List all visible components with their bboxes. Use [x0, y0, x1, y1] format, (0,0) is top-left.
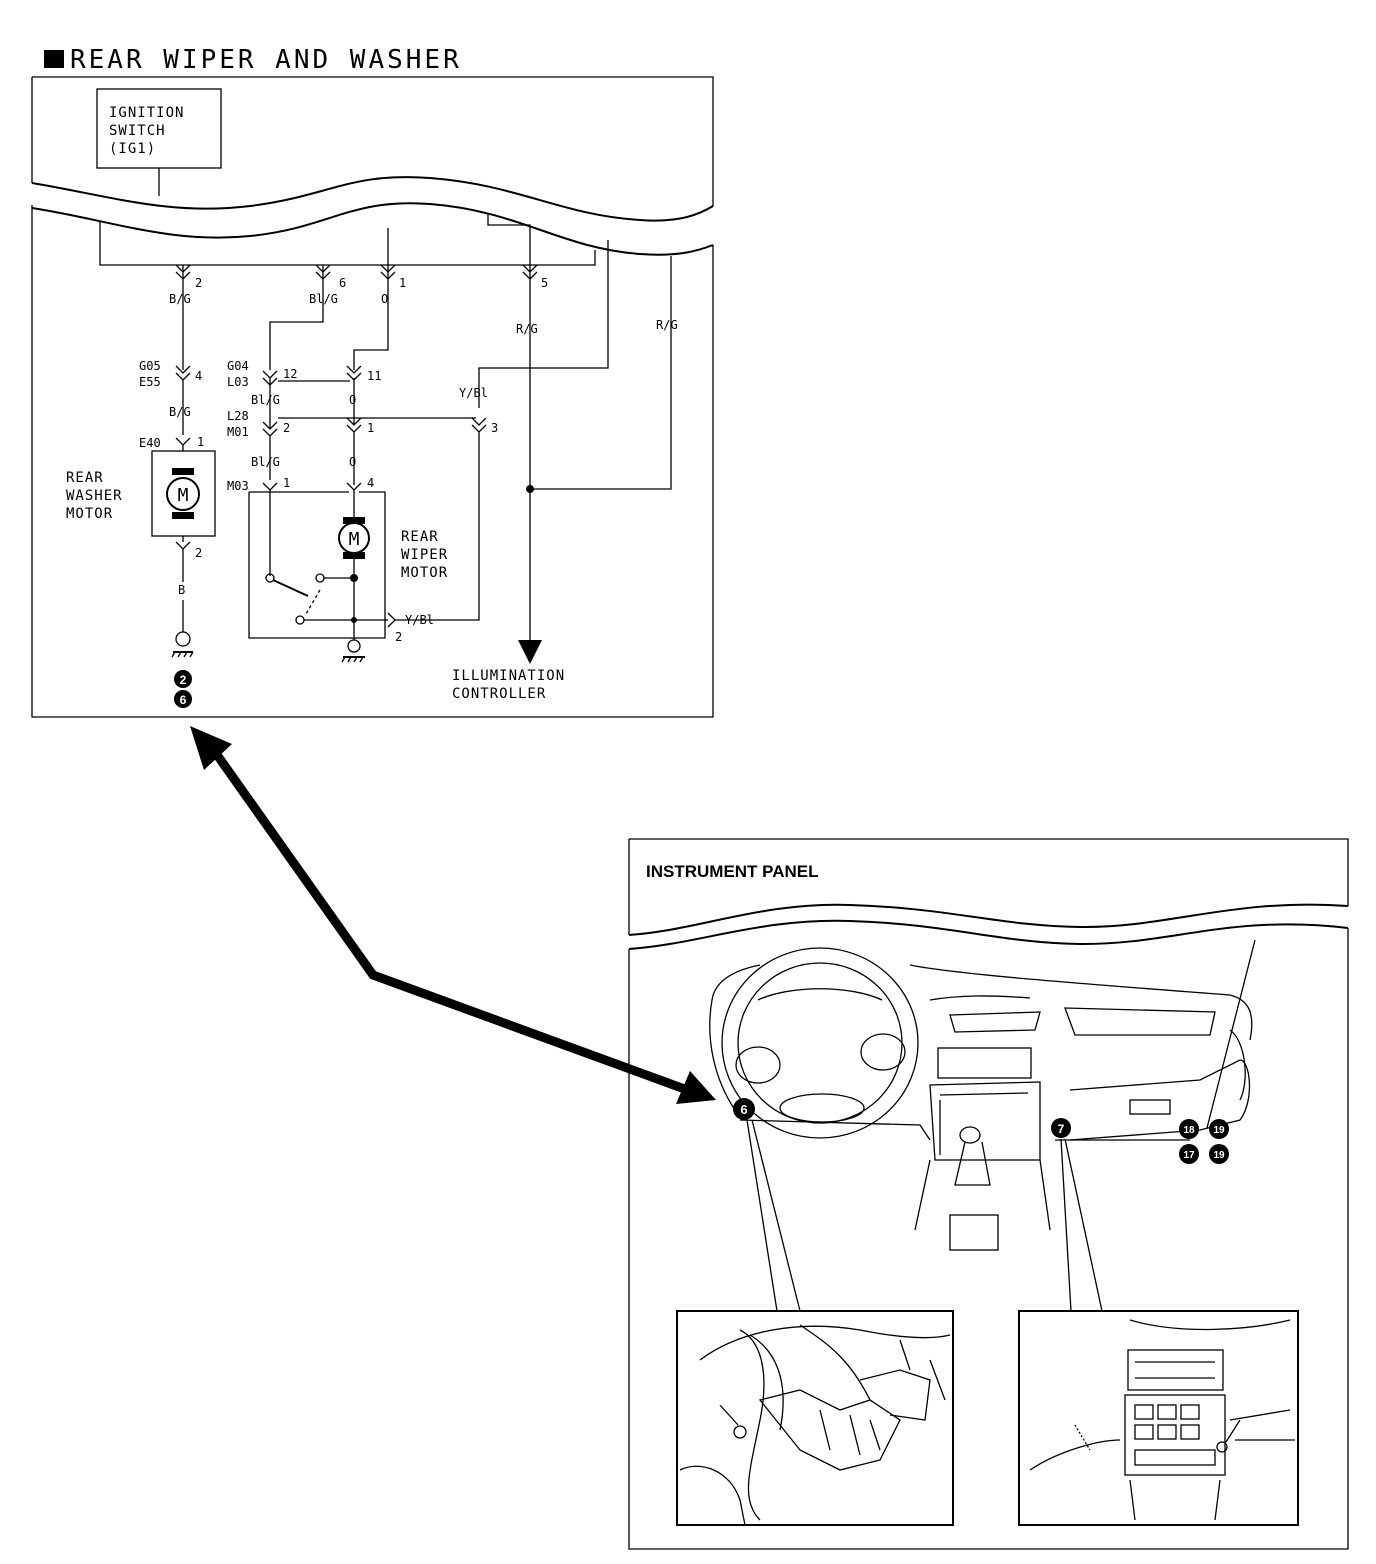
svg-text:ILLUMINATION: ILLUMINATION: [452, 668, 565, 684]
svg-text:M01: M01: [227, 425, 249, 439]
svg-text:2: 2: [395, 630, 402, 644]
svg-text:M: M: [178, 485, 189, 506]
svg-text:6: 6: [180, 693, 187, 707]
svg-text:1: 1: [367, 421, 374, 435]
svg-text:G04: G04: [227, 359, 249, 373]
detail-view-location-7: [1018, 1310, 1299, 1526]
svg-text:19: 19: [1213, 1150, 1225, 1161]
ignition-switch-box: IGNITION SWITCH (IG1): [96, 88, 222, 196]
svg-text:O: O: [349, 393, 356, 407]
svg-text:17: 17: [1183, 1150, 1195, 1161]
svg-text:Bl/G: Bl/G: [309, 292, 338, 306]
svg-text:WASHER: WASHER: [66, 488, 123, 504]
svg-text:Bl/G: Bl/G: [251, 393, 280, 407]
svg-text:2: 2: [283, 421, 290, 435]
svg-text:Y/Bl: Y/Bl: [405, 613, 434, 627]
wiper-ground-icon: [341, 639, 365, 663]
svg-text:4: 4: [195, 369, 202, 383]
location-badges: 6 7 18 17 19 19: [733, 1098, 1229, 1164]
svg-text:4: 4: [367, 476, 374, 490]
svg-text:E40: E40: [139, 436, 161, 450]
svg-text:R/G: R/G: [516, 322, 538, 336]
instrument-panel-title: INSTRUMENT PANEL: [646, 862, 819, 881]
svg-text:REAR: REAR: [401, 529, 439, 545]
svg-text:R/G: R/G: [656, 318, 678, 332]
dashboard-illustration: [709, 939, 1256, 1251]
svg-text:12: 12: [283, 367, 297, 381]
svg-text:B/G: B/G: [169, 405, 191, 419]
svg-text:2: 2: [195, 276, 202, 290]
svg-text:MOTOR: MOTOR: [66, 506, 113, 522]
schematic-frame: [31, 76, 714, 718]
svg-text:1: 1: [197, 435, 204, 449]
svg-text:6: 6: [339, 276, 346, 290]
svg-text:19: 19: [1213, 1125, 1225, 1136]
svg-text:2: 2: [195, 546, 202, 560]
svg-text:L28: L28: [227, 409, 249, 423]
svg-text:SWITCH: SWITCH: [109, 123, 166, 139]
svg-text:1: 1: [283, 476, 290, 490]
wire-labels: B/G Bl/G O R/G R/G B/G Bl/G O Y/Bl Bl/G …: [169, 292, 678, 627]
svg-text:REAR: REAR: [66, 470, 104, 486]
svg-text:6: 6: [740, 1102, 747, 1117]
svg-text:3: 3: [491, 421, 498, 435]
ground-ref-badges: 2 6: [174, 670, 192, 708]
svg-text:WIPER: WIPER: [401, 547, 448, 563]
svg-text:L03: L03: [227, 375, 249, 389]
svg-text:O: O: [381, 292, 388, 306]
svg-text:18: 18: [1183, 1125, 1195, 1136]
svg-text:7: 7: [1058, 1122, 1065, 1136]
washer-ground-icon: [171, 600, 194, 658]
schematic-title: REAR WIPER AND WASHER: [70, 45, 462, 75]
motor-icon: [166, 477, 200, 511]
connector-ids: G05 E55 G04 L03 L28 M01 E40 M03: [139, 359, 249, 493]
svg-text:Y/Bl: Y/Bl: [459, 386, 488, 400]
callout-leaders: [746, 1119, 1103, 1312]
svg-text:IGNITION: IGNITION: [109, 105, 184, 121]
detail-view-location-6: [676, 1310, 954, 1526]
svg-text:M03: M03: [227, 479, 249, 493]
motor-icon: [338, 522, 370, 554]
svg-text:2: 2: [180, 673, 187, 687]
svg-text:B/G: B/G: [169, 292, 191, 306]
svg-text:5: 5: [541, 276, 548, 290]
link-arrow: [190, 726, 716, 1104]
illumination-controller: ILLUMINATION CONTROLLER: [452, 640, 565, 702]
rear-washer-motor: M REAR WASHER MOTOR: [66, 445, 216, 582]
svg-text:Bl/G: Bl/G: [251, 455, 280, 469]
svg-text:E55: E55: [139, 375, 161, 389]
svg-text:MOTOR: MOTOR: [401, 565, 448, 581]
svg-text:1: 1: [399, 276, 406, 290]
svg-text:O: O: [349, 455, 356, 469]
connector-marks: [175, 264, 538, 628]
instrument-panel-frame: [628, 838, 1349, 1550]
svg-text:CONTROLLER: CONTROLLER: [452, 686, 546, 702]
svg-text:(IG1): (IG1): [109, 141, 156, 157]
svg-text:G05: G05: [139, 359, 161, 373]
title-marker-icon: [44, 50, 64, 68]
svg-text:M: M: [349, 529, 360, 550]
wiring: [99, 214, 672, 640]
pin-numbers: 2 6 1 5 4 12 11 2 1 3 1 1 4 2 2: [195, 276, 548, 644]
rear-wiper-motor: M REAR WIPER MOTOR: [248, 490, 448, 640]
svg-text:11: 11: [367, 369, 381, 383]
svg-text:B: B: [178, 583, 185, 597]
